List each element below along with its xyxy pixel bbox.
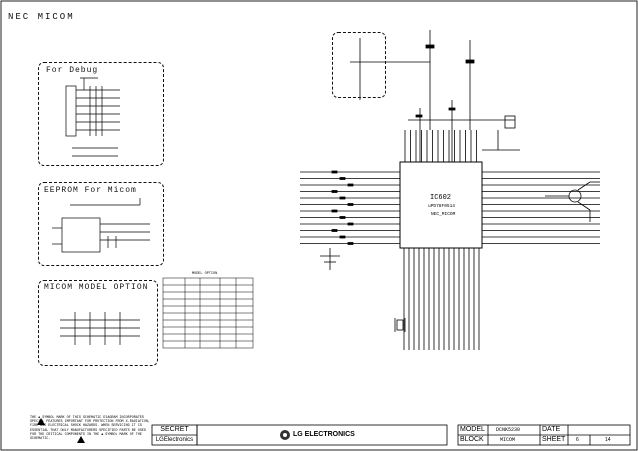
ic-part-number: uPD78F0514 (428, 204, 456, 209)
block-value: MICOM (500, 437, 516, 443)
resistor-symbol (331, 170, 338, 174)
resistor-symbol (331, 229, 338, 232)
debug-section-box (38, 62, 164, 166)
resistor-symbol (347, 222, 354, 226)
eeprom-section-box (38, 182, 164, 266)
model-label: MODEL (460, 426, 485, 433)
resistor-symbol (347, 183, 354, 187)
model-option-table-title: MODEL OPTION (192, 272, 218, 276)
sheet-number: 6 (576, 437, 579, 443)
resistor-symbol (339, 196, 346, 200)
model-value: DCNK5230 (496, 427, 521, 433)
resistor-symbol (347, 203, 354, 206)
resistor-symbol (339, 235, 346, 239)
ic-reference: IC602 (430, 194, 452, 202)
top-dashed-box (332, 32, 386, 98)
debug-section-title: For Debug (46, 66, 99, 75)
date-label: DATE (542, 426, 561, 433)
resistor-symbol (331, 209, 338, 213)
company-small-label: LGElectronics (155, 437, 194, 443)
resistor-symbol (339, 177, 346, 180)
model-option-section-box (38, 280, 158, 366)
company-logo-text: LG ELECTRONICS (293, 431, 355, 438)
resistor-symbol (347, 242, 354, 245)
secret-label: SECRET (160, 426, 189, 433)
sheet-label: SHEET (542, 436, 566, 443)
block-label: BLOCK (460, 436, 484, 443)
sheet-title: NEC MICOM (8, 12, 75, 22)
resistor-symbol (339, 216, 346, 219)
model-option-section-title: MICOM MODEL OPTION (44, 283, 149, 292)
eeprom-section-title: EEPROM For Micom (44, 186, 137, 195)
ic-label: NEC_MICOM (431, 212, 456, 217)
sheet-total: 14 (605, 437, 611, 443)
resistor-symbol (331, 190, 338, 193)
safety-disclaimer: THE ▲ SYMBOL MARK OF THIS SCHEMATIC DIAG… (30, 416, 151, 442)
